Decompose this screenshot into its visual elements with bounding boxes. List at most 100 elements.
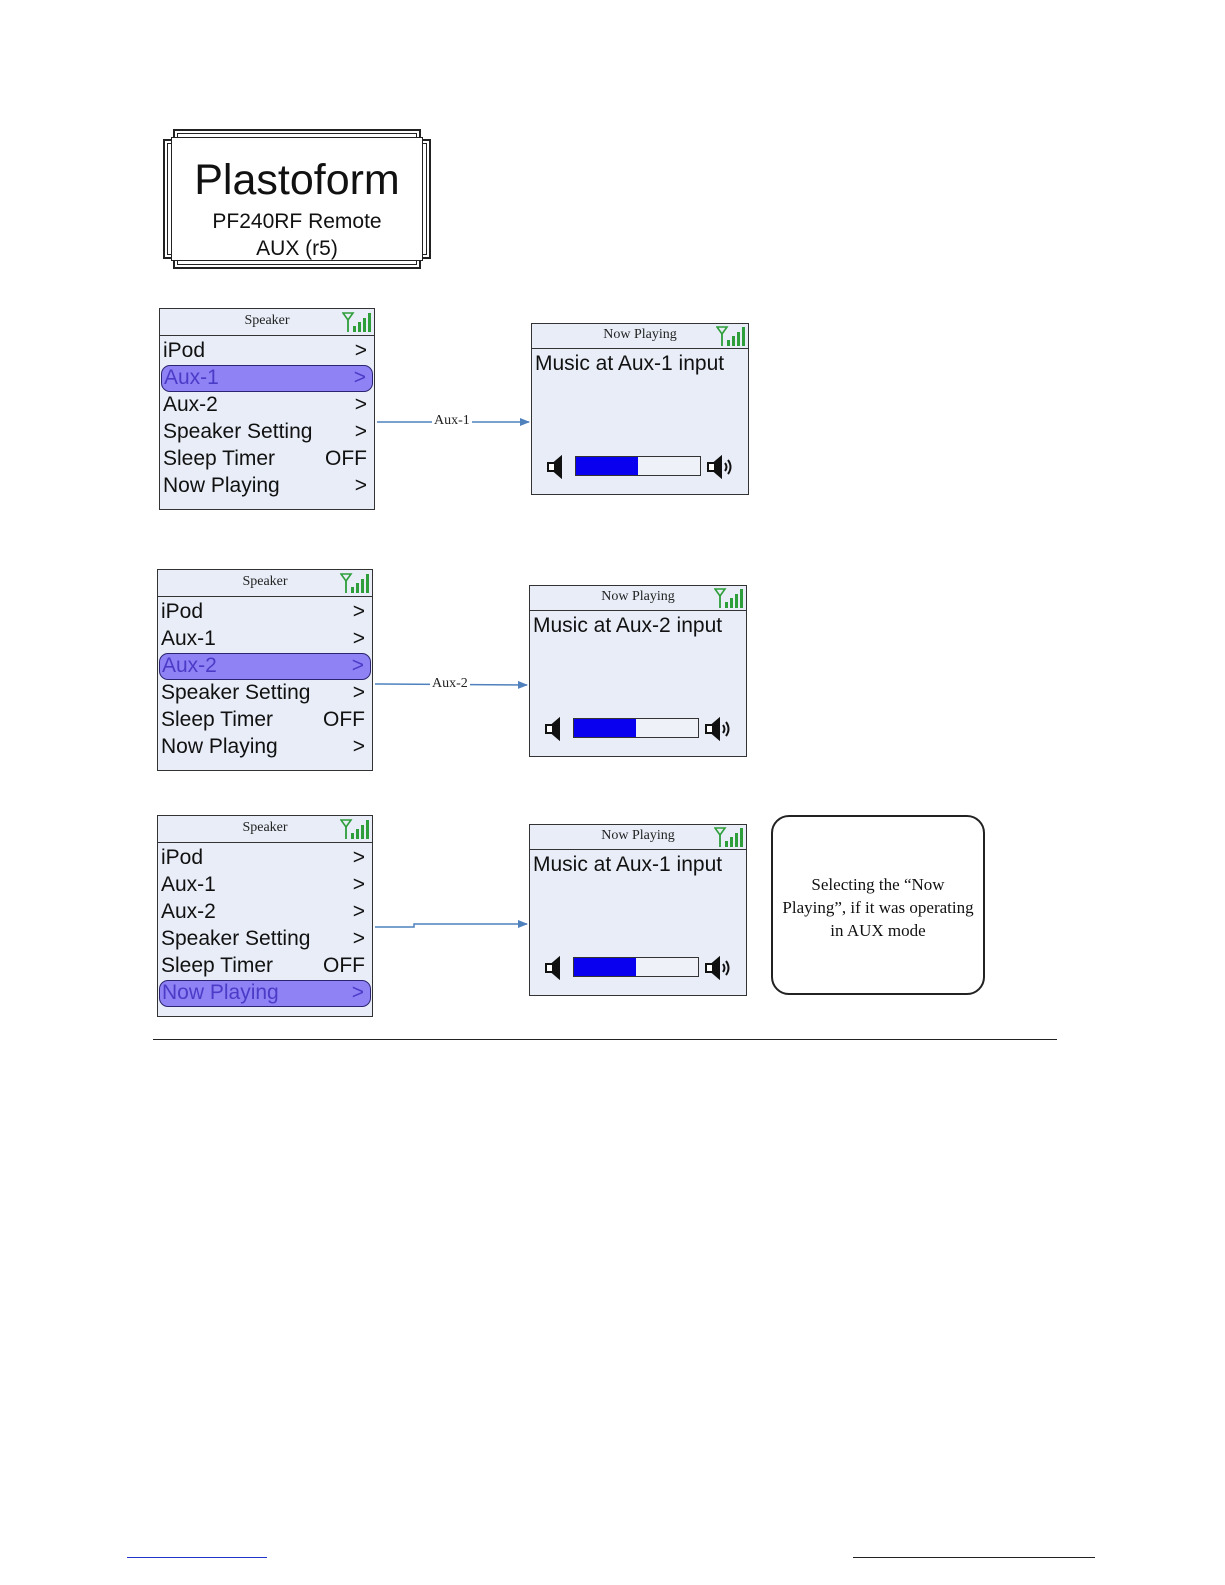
- menu-header: Speaker: [158, 816, 372, 843]
- now-playing-title: Now Playing: [601, 828, 675, 843]
- footer-link-rule: [127, 1557, 267, 1558]
- model-name: PF240RF Remote: [212, 210, 382, 233]
- menu-item-ipod[interactable]: iPod >: [161, 338, 373, 365]
- now-playing-message: Music at Aux-2 input: [533, 614, 723, 637]
- menu-item-value: >: [354, 393, 367, 416]
- plaque-panel: Plastoform PF240RF Remote AUX (r5): [171, 137, 423, 261]
- menu-item-value: OFF: [323, 954, 365, 977]
- now-playing-screen-3: Now Playing Music at Aux-1 input: [529, 824, 747, 996]
- menu-header: Speaker: [160, 309, 374, 336]
- speaker-low-icon[interactable]: [545, 455, 571, 479]
- menu-item-value: >: [352, 900, 365, 923]
- menu-item-speaker-setting[interactable]: Speaker Setting >: [159, 926, 371, 953]
- menu-item-label: Aux-1: [161, 873, 216, 896]
- connector-label-aux-1: Aux-1: [432, 413, 472, 429]
- menu-item-label: Sleep Timer: [161, 954, 274, 977]
- menu-header: Speaker: [158, 570, 372, 597]
- speaker-menu-screen-1: Speaker iPod>Aux-1>Aux-2>Speaker Setting…: [159, 308, 375, 510]
- menu-item-label: Aux-1: [161, 627, 216, 650]
- menu-item-value: >: [351, 654, 364, 677]
- menu-item-label: Sleep Timer: [161, 708, 274, 731]
- now-playing-message: Music at Aux-1 input: [533, 853, 723, 876]
- menu-item-label: Now Playing: [163, 474, 280, 497]
- menu-item-label: Aux-2: [161, 900, 216, 923]
- menu-item-aux-2[interactable]: Aux-2>: [161, 392, 373, 419]
- speaker-low-icon[interactable]: [543, 717, 569, 741]
- page-divider: [153, 1039, 1057, 1040]
- menu-item-value: >: [352, 846, 365, 869]
- now-playing-title: Now Playing: [601, 589, 675, 604]
- menu-item-label: iPod: [163, 339, 206, 362]
- menu-item-aux-2[interactable]: Aux-2 >: [159, 899, 371, 926]
- menu-item-speaker-setting[interactable]: Speaker Setting >: [161, 419, 373, 446]
- now-playing-header: Now Playing: [530, 586, 746, 611]
- signal-strength-icon: [714, 827, 743, 847]
- now-playing-screen-2: Now Playing Music at Aux-2 input: [529, 585, 747, 757]
- menu-item-label: Aux-2: [162, 654, 217, 677]
- volume-fill: [574, 719, 636, 737]
- menu-item-label: Speaker Setting: [163, 420, 313, 443]
- signal-strength-icon: [716, 326, 745, 346]
- connector-label-aux-2: Aux-2: [430, 676, 470, 692]
- volume-fill: [574, 958, 636, 976]
- menu-item-value: >: [352, 927, 365, 950]
- menu-item-speaker-setting[interactable]: Speaker Setting >: [159, 680, 371, 707]
- volume-bar[interactable]: [575, 456, 701, 476]
- menu-item-now-playing[interactable]: Now Playing >: [161, 473, 373, 500]
- menu-item-value: >: [352, 627, 365, 650]
- menu-title: Speaker: [244, 313, 290, 328]
- now-playing-header: Now Playing: [530, 825, 746, 850]
- menu-item-value: >: [351, 981, 364, 1004]
- annotation-text: Selecting the “Now Playing”, if it was o…: [782, 875, 974, 940]
- menu-item-value: OFF: [325, 447, 367, 470]
- menu-item-label: Now Playing: [162, 981, 279, 1004]
- menu-item-value: >: [354, 420, 367, 443]
- menu-title: Speaker: [242, 574, 288, 589]
- brand-name: Plastoform: [194, 156, 400, 204]
- menu-item-now-playing[interactable]: Now Playing >: [159, 734, 371, 761]
- volume-bar[interactable]: [573, 718, 699, 738]
- menu-item-label: Speaker Setting: [161, 681, 311, 704]
- title-plaque: Plastoform PF240RF Remote AUX (r5): [163, 129, 431, 269]
- now-playing-header: Now Playing: [532, 324, 748, 349]
- menu-item-label: Speaker Setting: [161, 927, 311, 950]
- now-playing-message: Music at Aux-1 input: [535, 352, 725, 375]
- menu-item-aux-1[interactable]: Aux-1 >: [159, 872, 371, 899]
- speaker-high-icon[interactable]: [704, 717, 734, 741]
- speaker-low-icon[interactable]: [543, 956, 569, 980]
- now-playing-screen-1: Now Playing Music at Aux-1 input: [531, 323, 749, 495]
- menu-item-aux-1[interactable]: Aux-1>: [161, 365, 373, 392]
- menu-item-sleep-timer[interactable]: Sleep Timer OFF: [159, 953, 371, 980]
- menu-item-value: >: [354, 474, 367, 497]
- menu-item-ipod[interactable]: iPod>: [159, 599, 371, 626]
- speaker-menu-screen-2: Speaker iPod>Aux-1>Aux-2>Speaker Setting…: [157, 569, 373, 771]
- menu-item-label: iPod: [161, 846, 204, 869]
- connector-now-playing: [375, 920, 528, 928]
- menu-item-value: >: [352, 681, 365, 704]
- signal-strength-icon: [342, 312, 371, 332]
- menu-item-aux-1[interactable]: Aux-1 >: [159, 626, 371, 653]
- speaker-high-icon[interactable]: [704, 956, 734, 980]
- menu-title: Speaker: [242, 820, 288, 835]
- menu-item-value: >: [352, 735, 365, 758]
- menu-item-aux-2[interactable]: Aux-2 >: [159, 653, 371, 680]
- menu-item-ipod[interactable]: iPod >: [159, 845, 371, 872]
- signal-strength-icon: [340, 573, 369, 593]
- speaker-high-icon[interactable]: [706, 455, 736, 479]
- speaker-menu-screen-3: Speaker iPod>Aux-1>Aux-2>Speaker Setting…: [157, 815, 373, 1017]
- menu-item-value: >: [353, 366, 366, 389]
- footer-rule: [853, 1557, 1095, 1558]
- menu-item-value: >: [352, 600, 365, 623]
- signal-strength-icon: [340, 819, 369, 839]
- menu-item-now-playing[interactable]: Now Playing >: [159, 980, 371, 1007]
- annotation-note: Selecting the “Now Playing”, if it was o…: [771, 815, 985, 995]
- menu-item-label: Now Playing: [161, 735, 278, 758]
- volume-fill: [576, 457, 638, 475]
- menu-item-value: >: [354, 339, 367, 362]
- signal-strength-icon: [714, 588, 743, 608]
- menu-item-value: >: [352, 873, 365, 896]
- volume-bar[interactable]: [573, 957, 699, 977]
